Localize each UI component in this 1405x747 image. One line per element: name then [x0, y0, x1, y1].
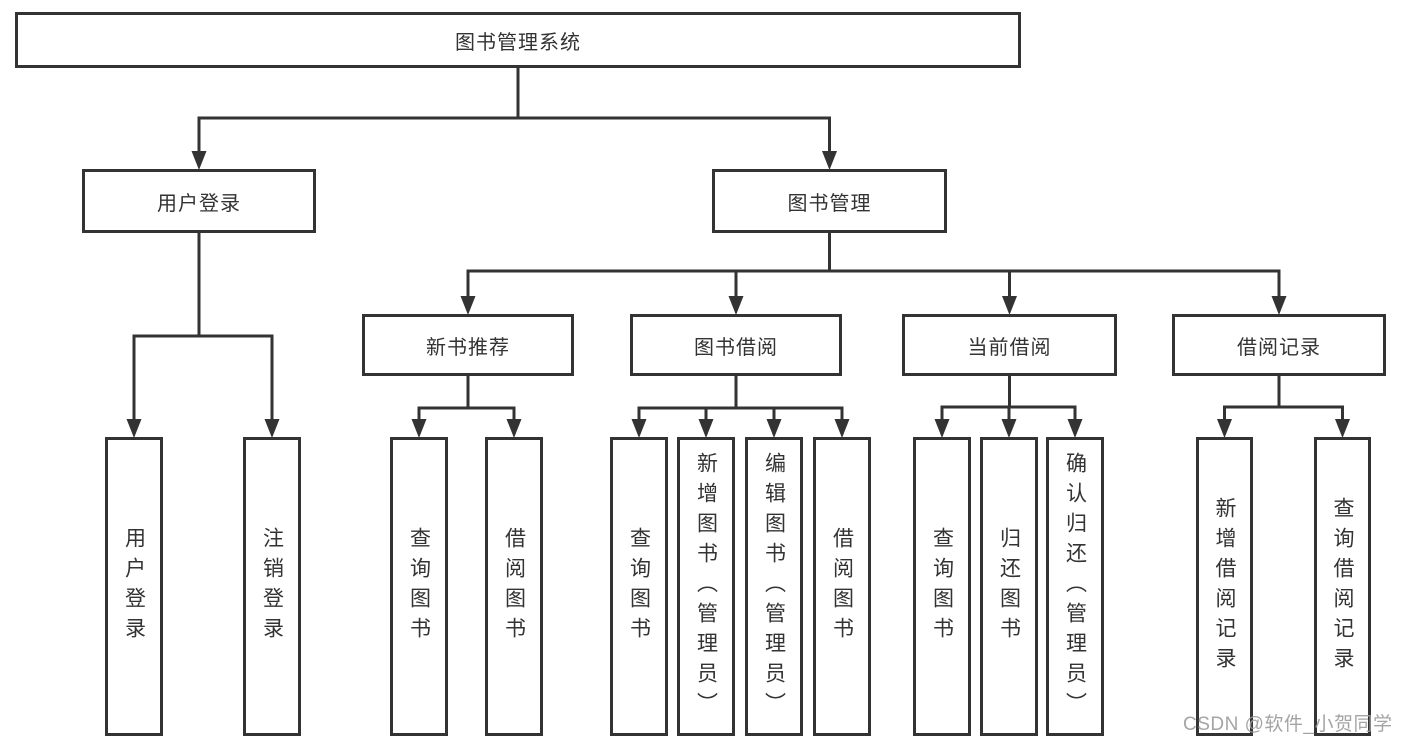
diagram-node-root: 图书管理系统 — [15, 12, 1021, 68]
node-label: 查询借阅记录 — [1331, 496, 1354, 677]
diagram-node-book-mgmt: 图书管理 — [712, 169, 947, 233]
node-label: 用户登录 — [157, 192, 241, 215]
diagram-node-leaf-add-book: 新增图书（管理员） — [677, 437, 735, 736]
diagram-node-leaf-borrow-book-1: 借阅图书 — [485, 437, 543, 736]
node-label: 用户登录 — [122, 526, 146, 647]
diagram-node-current-borrow: 当前借阅 — [902, 314, 1117, 376]
node-label: 查询图书 — [627, 526, 651, 647]
node-label: 图书借阅 — [694, 336, 778, 359]
node-label: 归还图书 — [997, 526, 1021, 647]
diagram-node-leaf-confirm-return: 确认归还（管理员） — [1046, 437, 1104, 736]
node-label: 借阅记录 — [1237, 336, 1321, 359]
diagram-node-leaf-query-book-1: 查询图书 — [390, 437, 448, 736]
node-label: 借阅图书 — [830, 526, 854, 647]
diagram-node-leaf-edit-book: 编辑图书（管理员） — [745, 437, 803, 736]
diagram-node-book-borrow: 图书借阅 — [630, 314, 842, 376]
node-label: 注销登录 — [260, 526, 284, 647]
diagram-node-leaf-query-book-2: 查询图书 — [610, 437, 668, 736]
node-label: 新书推荐 — [426, 336, 510, 359]
node-label: 新增借阅记录 — [1213, 496, 1236, 677]
node-label: 查询图书 — [407, 526, 431, 647]
node-label: 当前借阅 — [967, 336, 1052, 359]
diagram-node-user-login: 用户登录 — [82, 169, 316, 233]
csdn-watermark: CSDN @软件_小贺同学 — [1183, 714, 1393, 735]
node-label: 编辑图书（管理员） — [762, 451, 786, 722]
node-label: 图书管理系统 — [455, 31, 581, 54]
node-label: 借阅图书 — [502, 526, 526, 647]
diagram-node-leaf-query-borrow-record: 查询借阅记录 — [1314, 437, 1371, 736]
diagram-node-new-book-rec: 新书推荐 — [362, 314, 574, 376]
diagram-node-leaf-add-borrow-record: 新增借阅记录 — [1196, 437, 1253, 736]
diagram-node-leaf-user-login: 用户登录 — [105, 437, 163, 736]
node-label: 确认归还（管理员） — [1063, 451, 1087, 722]
diagram-node-borrow-records: 借阅记录 — [1172, 314, 1386, 376]
diagram-node-leaf-borrow-book-2: 借阅图书 — [813, 437, 871, 736]
node-label: 新增图书（管理员） — [694, 451, 718, 722]
node-label: 图书管理 — [787, 192, 872, 215]
diagram-node-leaf-return-book: 归还图书 — [980, 437, 1038, 736]
node-label: 查询图书 — [930, 526, 954, 647]
diagram-node-leaf-query-book-3: 查询图书 — [913, 437, 971, 736]
diagram-node-leaf-logout: 注销登录 — [243, 437, 301, 736]
